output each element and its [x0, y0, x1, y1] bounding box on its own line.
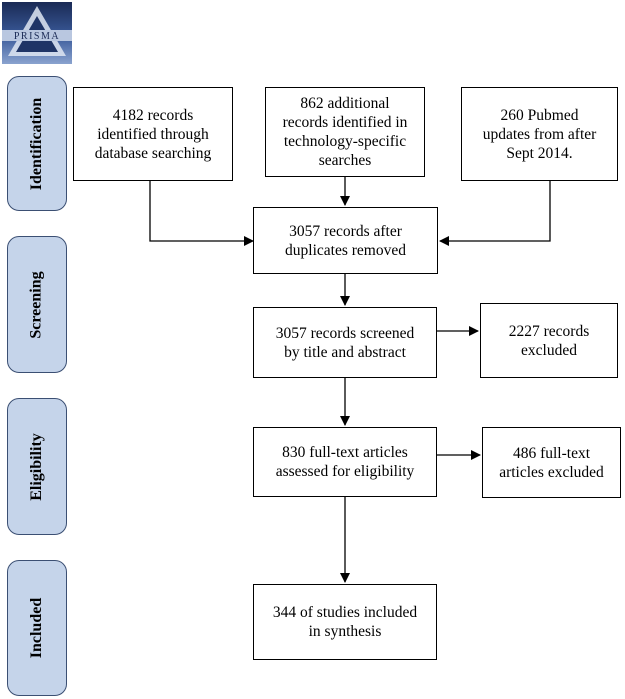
box-fulltext-excluded: 486 full-text articles excluded [482, 427, 621, 498]
stage-screening: Screening [7, 236, 67, 373]
stage-eligibility: Eligibility [7, 398, 67, 535]
box-database-search: 4182 records identified through database… [73, 87, 233, 181]
fulltext-assessed-text: 830 full-text articles assessed for elig… [275, 444, 415, 480]
stage-identification: Identification [7, 76, 67, 211]
fulltext-excluded-text: 486 full-text articles excluded [499, 444, 604, 481]
box-fulltext-assessed: 830 full-text articles assessed for elig… [253, 427, 437, 497]
prisma-logo: PRISMA [2, 2, 72, 64]
box-records-excluded: 2227 records excluded [480, 303, 618, 378]
arrow-database-to-duplicates [149, 181, 254, 246]
box-technology-search: 862 additional records identified in tec… [265, 87, 425, 177]
records-screened-text: 3057 records screened by title and abstr… [275, 324, 415, 361]
box-studies-included: 344 of studies included in synthesis [253, 584, 437, 660]
prisma-logo-text: PRISMA [14, 31, 60, 42]
database-search-text: 4182 records identified through database… [94, 106, 212, 162]
duplicates-removed-text: 3057 records after duplicates removed [285, 222, 406, 259]
stage-included: Included [7, 560, 67, 696]
box-duplicates-removed: 3057 records after duplicates removed [253, 207, 438, 274]
technology-search-text: 862 additional records identified in tec… [282, 95, 408, 169]
studies-included-text: 344 of studies included in synthesis [272, 604, 418, 640]
arrow-pubmed-to-duplicates [439, 181, 551, 246]
box-records-screened: 3057 records screened by title and abstr… [253, 307, 437, 378]
box-pubmed-updates: 260 Pubmed updates from after Sept 2014. [461, 87, 618, 181]
pubmed-updates-text: 260 Pubmed updates from after Sept 2014. [482, 106, 597, 162]
records-excluded-text: 2227 records excluded [508, 322, 590, 359]
